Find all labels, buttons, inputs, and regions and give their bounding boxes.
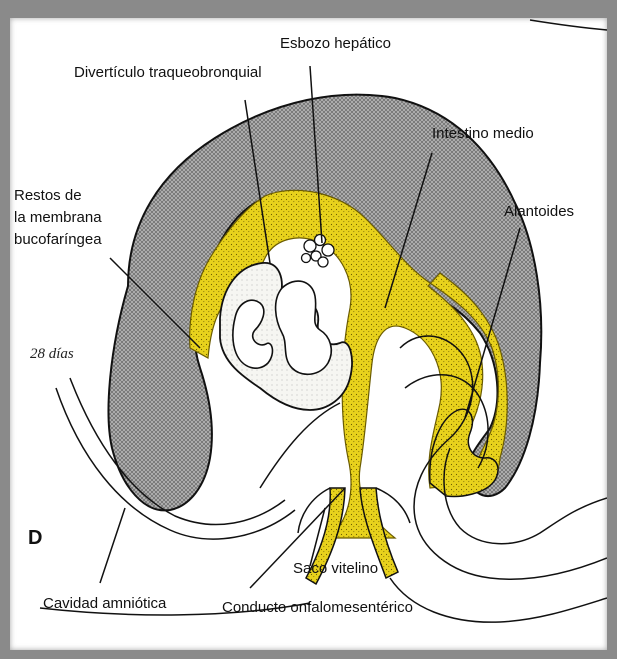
right-curve-outer bbox=[389, 577, 607, 623]
label-restos-2: la membrana bbox=[14, 209, 102, 226]
right-curve-mid bbox=[399, 335, 607, 581]
label-intestino: Intestino medio bbox=[432, 125, 534, 142]
vitelline-duct-2 bbox=[359, 487, 399, 580]
pharynx-pouch bbox=[232, 299, 274, 369]
label-esbozo: Esbozo hepático bbox=[280, 35, 391, 52]
bottom-line bbox=[39, 602, 311, 616]
figure-frame: Divertículo traqueobronquial Esbozo hepá… bbox=[10, 18, 607, 650]
hindgut-curve bbox=[404, 374, 489, 469]
label-panel: D bbox=[28, 527, 42, 549]
leader-intestino bbox=[384, 152, 433, 309]
vitelline-duct bbox=[305, 487, 346, 586]
yolk-sac-wall bbox=[297, 487, 411, 534]
liver-bud bbox=[300, 233, 335, 268]
label-cavidad: Cavidad amniótica bbox=[43, 595, 167, 612]
label-alantoides: Alantoides bbox=[504, 203, 574, 220]
label-restos-1: Restos de bbox=[14, 187, 82, 204]
body-wall-left bbox=[55, 387, 296, 540]
embryo-diagram: Divertículo traqueobronquial Esbozo hepá… bbox=[14, 19, 607, 623]
label-conducto: Conducto onfalomesentérico bbox=[222, 599, 413, 616]
foregut-lumen bbox=[274, 280, 332, 376]
leader-alantoides bbox=[464, 227, 521, 419]
label-diverticulo: Divertículo traqueobronquial bbox=[74, 64, 262, 81]
ventral-curve bbox=[259, 402, 341, 489]
body-wall-left-2 bbox=[69, 377, 286, 526]
amnion-top-line bbox=[529, 19, 607, 31]
right-curve-inner bbox=[443, 447, 607, 545]
mesoderm-region bbox=[107, 93, 543, 512]
leader-cavidad bbox=[99, 507, 126, 584]
leader-conducto bbox=[249, 487, 346, 589]
label-saco: Saco vitelino bbox=[293, 560, 378, 577]
leader-saco bbox=[309, 507, 326, 567]
label-dias: 28 días bbox=[30, 346, 74, 362]
leader-esbozo bbox=[309, 65, 323, 244]
label-restos-3: bucofaríngea bbox=[14, 231, 102, 248]
leader-diverticulo bbox=[244, 99, 271, 264]
allantois-hook bbox=[429, 408, 499, 498]
leader-restos bbox=[109, 257, 201, 349]
